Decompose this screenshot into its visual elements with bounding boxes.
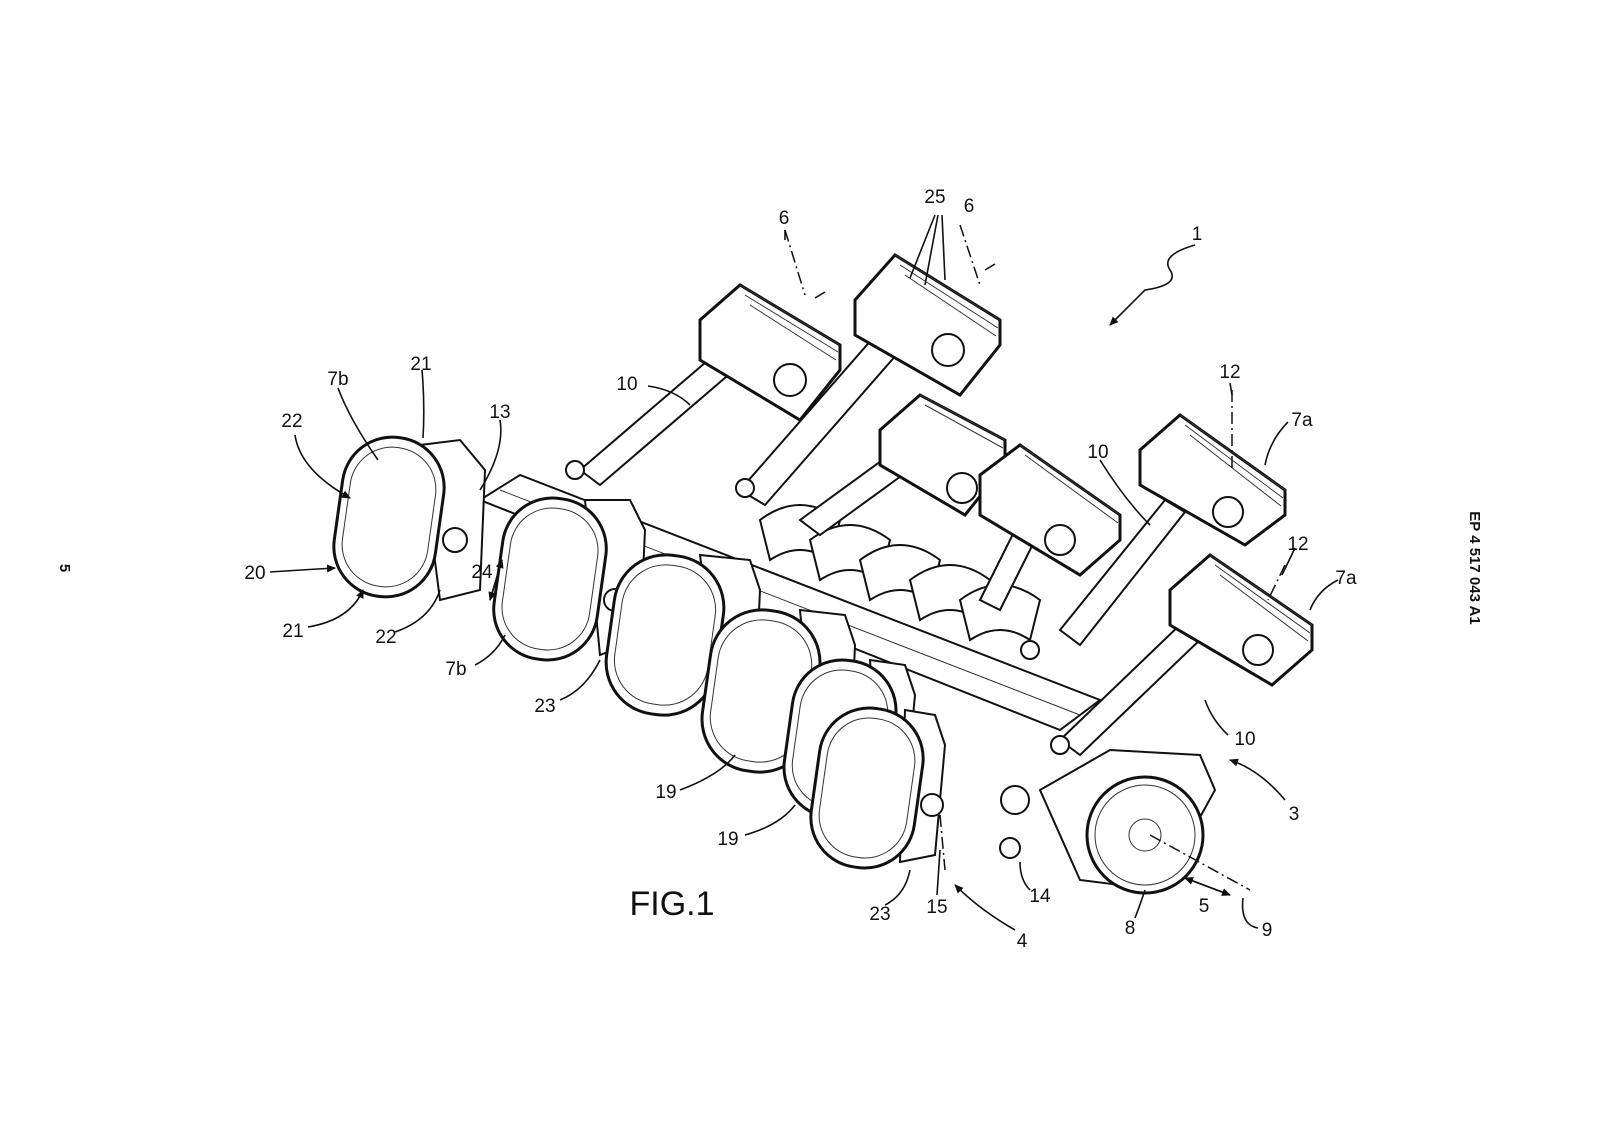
label-23-left: 23: [534, 696, 555, 717]
pistons: [698, 253, 1314, 687]
label-5: 5: [1199, 896, 1210, 917]
label-10-mid-right: 10: [1087, 442, 1108, 463]
label-7b-bottom: 7b: [445, 659, 466, 680]
piston-axis-line: [1267, 564, 1286, 601]
piston: [1138, 413, 1287, 547]
reference-labels: 1 3 4 5 6 6 7a 7a 7b 7b 8 9 10 10 10 12 …: [244, 187, 1357, 952]
oval-masses: [332, 435, 947, 870]
piston: [1168, 553, 1314, 687]
label-22-top: 22: [281, 411, 302, 432]
label-23-right: 23: [869, 904, 890, 925]
label-12-bottom: 12: [1287, 534, 1308, 555]
piston-axis-line: [959, 224, 981, 286]
piston: [878, 393, 1007, 517]
label-19-left: 19: [655, 782, 676, 803]
pin-boss: [735, 478, 755, 498]
label-4: 4: [1017, 931, 1028, 952]
label-25: 25: [924, 187, 945, 208]
leader-lines: [269, 214, 1339, 931]
label-1: 1: [1192, 224, 1203, 245]
label-7b-top: 7b: [327, 369, 348, 390]
label-21-top: 21: [410, 354, 431, 375]
piston-axis-line: [784, 229, 806, 296]
label-19-right: 19: [717, 829, 738, 850]
axis-line: [939, 814, 946, 871]
label-9: 9: [1262, 920, 1273, 941]
label-6-right: 6: [964, 196, 975, 217]
oval-mass: [809, 706, 947, 870]
label-7a-top: 7a: [1291, 410, 1313, 431]
page-number: 5: [56, 564, 73, 572]
piston: [698, 283, 842, 422]
label-7a-bottom: 7a: [1335, 568, 1357, 589]
label-10-bottom-right: 10: [1234, 729, 1255, 750]
flywheel: [999, 640, 1217, 895]
label-24: 24: [471, 562, 493, 583]
axis-tick: [814, 263, 996, 299]
label-6-left: 6: [779, 208, 790, 229]
pin-boss: [565, 460, 585, 480]
label-14: 14: [1029, 886, 1051, 907]
crankshaft-axis-line: [1149, 834, 1251, 891]
label-21-bottom: 21: [282, 621, 303, 642]
label-3: 3: [1289, 804, 1300, 825]
label-12-top: 12: [1219, 362, 1240, 383]
label-10-top-left: 10: [616, 374, 637, 395]
label-20: 20: [244, 563, 265, 584]
publication-number: EP 4 517 043 A1: [1466, 511, 1483, 624]
label-15: 15: [926, 897, 947, 918]
oval-mass: [332, 435, 487, 602]
engine-drawing: [332, 253, 1314, 895]
figure-title: FIG.1: [629, 885, 714, 923]
label-22-bottom: 22: [375, 627, 396, 648]
label-13: 13: [489, 402, 510, 423]
piston: [978, 443, 1122, 577]
piston: [853, 253, 1002, 397]
label-8: 8: [1125, 918, 1136, 939]
